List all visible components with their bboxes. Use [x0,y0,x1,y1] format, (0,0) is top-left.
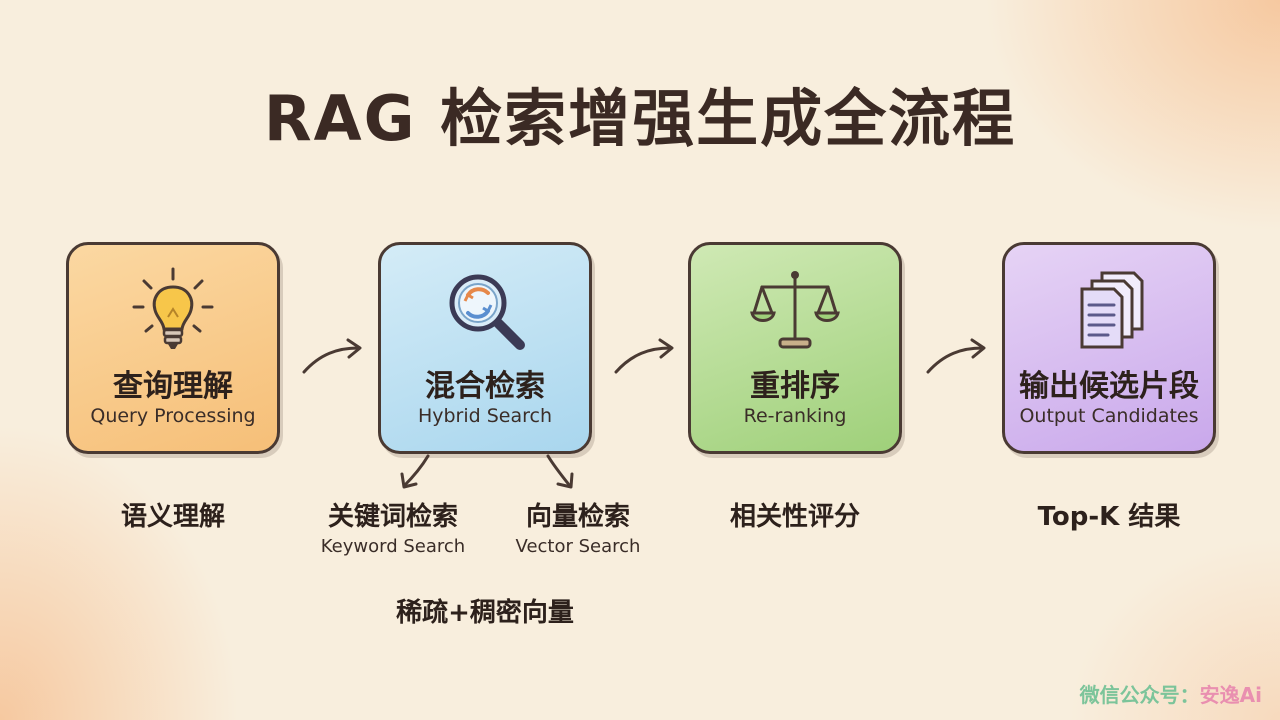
flow-arrow-2 [614,338,674,374]
watermark: 微信公众号：安逸Ai [1080,679,1262,708]
watermark-brand: 安逸Ai [1199,683,1262,707]
branch-vector-title: 向量检索 [525,502,630,532]
diagram-title: RAG 检索增强生成全流程 [263,82,1017,155]
branch-arrow-vector [546,454,574,489]
documents-icon [1080,271,1144,349]
balance-scale-icon [750,271,840,349]
magnifier-icon [449,274,525,350]
step-title: 混合检索 [425,369,545,404]
step-subtitle: Output Candidates [1019,405,1199,427]
step-query-processing: 查询理解 Query Processing [66,242,280,454]
step-output-candidates: 输出候选片段 Output Candidates [1002,242,1216,454]
note-sparse-dense-vectors: 稀疏+稠密向量 [396,598,574,628]
note-semantic-understanding: 语义理解 [120,502,225,532]
branch-keyword-title: 关键词检索 [327,502,458,532]
step-hybrid-search: 混合检索 Hybrid Search [378,242,592,454]
step-subtitle: Hybrid Search [417,405,553,427]
step-re-ranking: 重排序 Re-ranking [688,242,902,454]
branch-keyword-subtitle: Keyword Search [320,536,466,557]
branch-vector-subtitle: Vector Search [515,536,641,557]
note-top-k-results: Top-K 结果 [1037,502,1181,532]
note-relevance-scoring: 相关性评分 [729,502,860,532]
flow-arrow-1 [302,338,362,374]
flow-arrow-3 [926,338,986,374]
step-title: 重排序 [750,369,840,404]
step-subtitle: Re-ranking [743,405,847,427]
step-subtitle: Query Processing [90,405,256,427]
step-title: 查询理解 [113,369,233,404]
watermark-prefix: 微信公众号： [1079,683,1200,707]
lightbulb-icon [132,267,214,349]
step-title: 输出候选片段 [1019,369,1199,404]
branch-arrow-keyword [400,454,430,489]
